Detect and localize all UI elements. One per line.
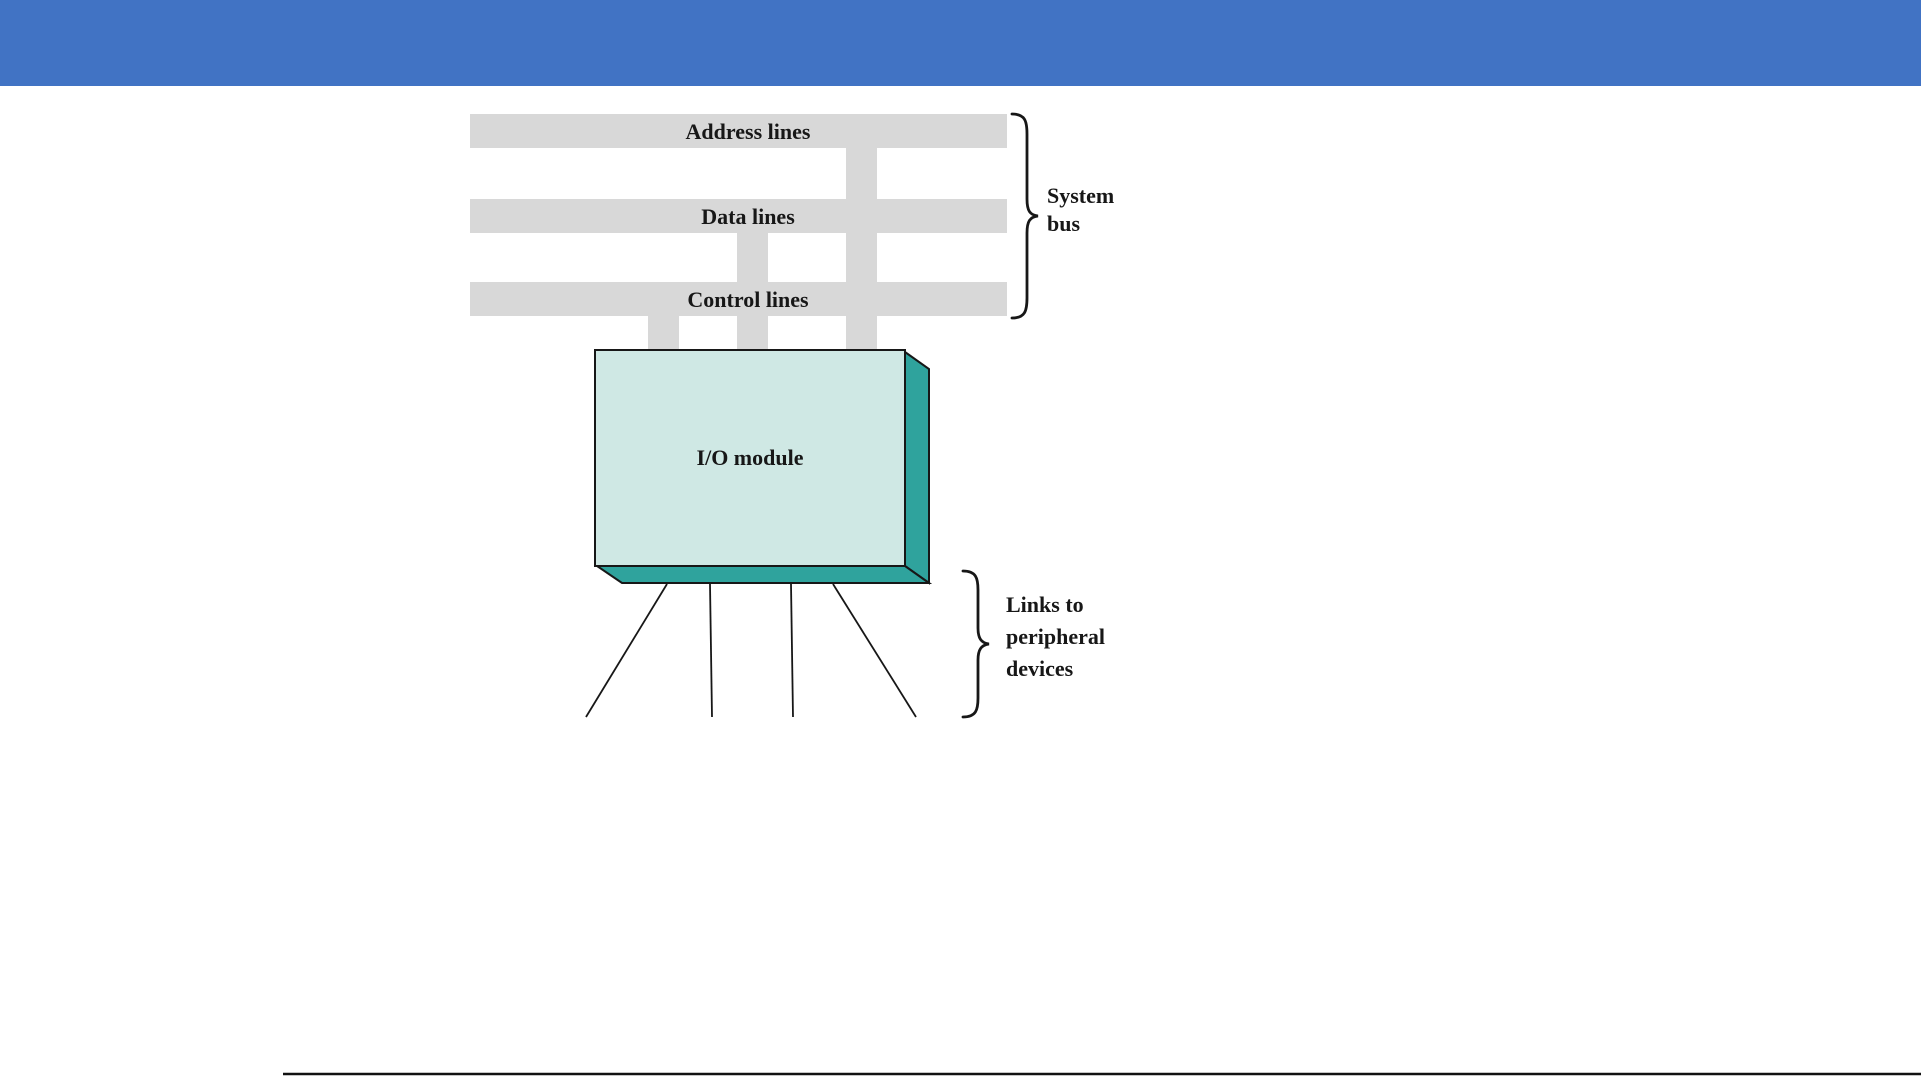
system-bus-brace (1010, 112, 1039, 320)
system-bus-group: Address lines Data lines Control lines (470, 114, 1007, 352)
address-bus-label: Address lines (686, 119, 811, 144)
links-label-line3: devices (1006, 656, 1074, 681)
data-bus-drop (737, 215, 768, 352)
io-module-box (594, 349, 906, 567)
data-bus-label: Data lines (701, 204, 795, 229)
links-label-line2: peripheral (1006, 624, 1105, 649)
io-module-bottom-face (593, 565, 933, 584)
address-bus-bar (470, 114, 1007, 148)
peripheral-links-group (585, 583, 917, 718)
system-bus-label-line2: bus (1047, 211, 1080, 236)
control-bus-drop (648, 298, 679, 352)
io-module-right-face (904, 350, 930, 585)
links-label-line1: Links to (1006, 592, 1084, 617)
address-bus-drop (846, 130, 877, 352)
peripheral-link-3 (790, 583, 794, 718)
control-bus-label: Control lines (687, 287, 809, 312)
peripheral-link-1 (585, 583, 668, 718)
links-brace (961, 569, 990, 719)
peripheral-link-2 (709, 583, 713, 718)
system-bus-label-line1: System (1047, 183, 1114, 208)
header-bar (0, 0, 1921, 86)
io-module-group: I/O module (593, 349, 933, 585)
io-module-label: I/O module (697, 445, 804, 470)
peripheral-link-4 (832, 583, 917, 718)
